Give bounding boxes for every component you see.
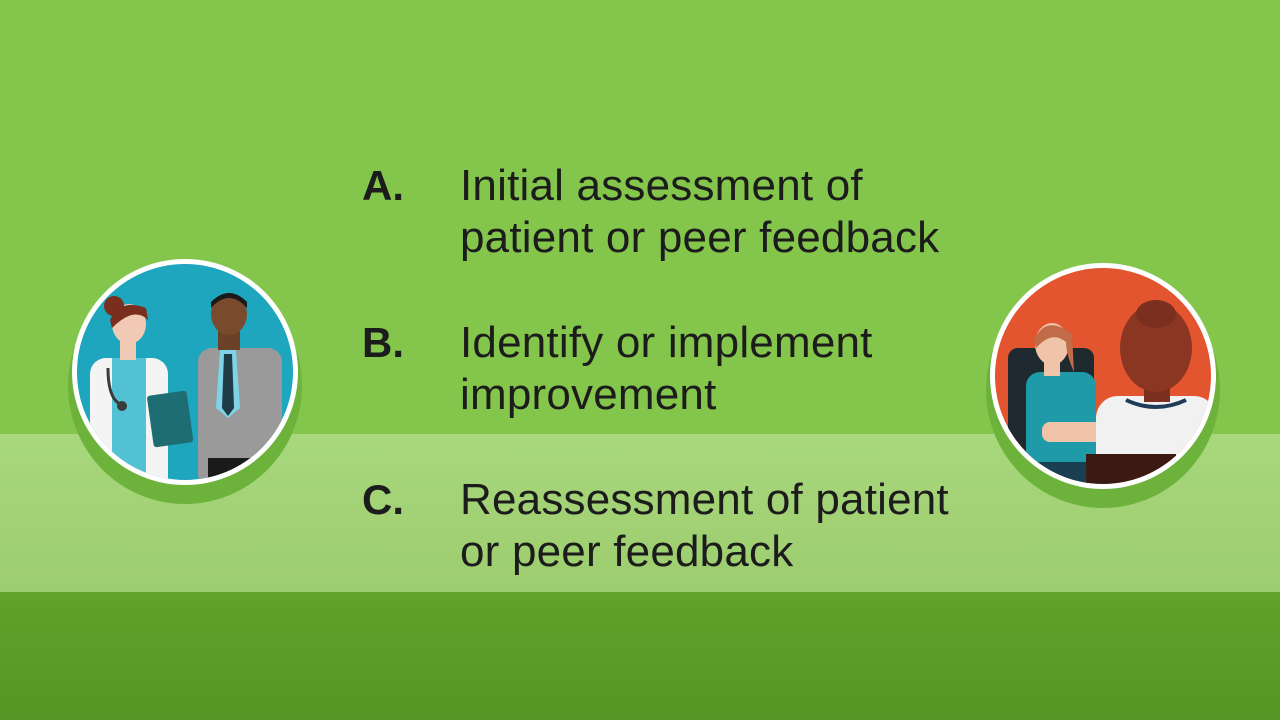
option-text-line: Reassessment of patient [460, 475, 949, 524]
doctor-and-businessman-illustration [68, 258, 302, 506]
option-letter: A. [362, 162, 404, 209]
option-text-line: patient or peer feedback [460, 213, 940, 262]
option-text: Initial assessment of patient or peer fe… [460, 160, 1040, 264]
option-b: B. Identify or implement improvement [362, 317, 1042, 474]
patient-and-clinician-illustration [986, 262, 1220, 510]
background-bottom [0, 592, 1280, 720]
option-letter: C. [362, 476, 404, 523]
option-text-line: improvement [460, 370, 717, 419]
options-list: A. Initial assessment of patient or peer… [362, 160, 1042, 631]
option-a: A. Initial assessment of patient or peer… [362, 160, 1042, 317]
option-c: C. Reassessment of patient or peer feedb… [362, 474, 1042, 631]
option-text: Identify or implement improvement [460, 317, 1040, 421]
option-text-line: Identify or implement [460, 318, 873, 367]
option-text-line: Initial assessment of [460, 161, 863, 210]
option-letter: B. [362, 319, 404, 366]
option-text-line: or peer feedback [460, 527, 794, 576]
option-text: Reassessment of patient or peer feedback [460, 474, 1040, 578]
